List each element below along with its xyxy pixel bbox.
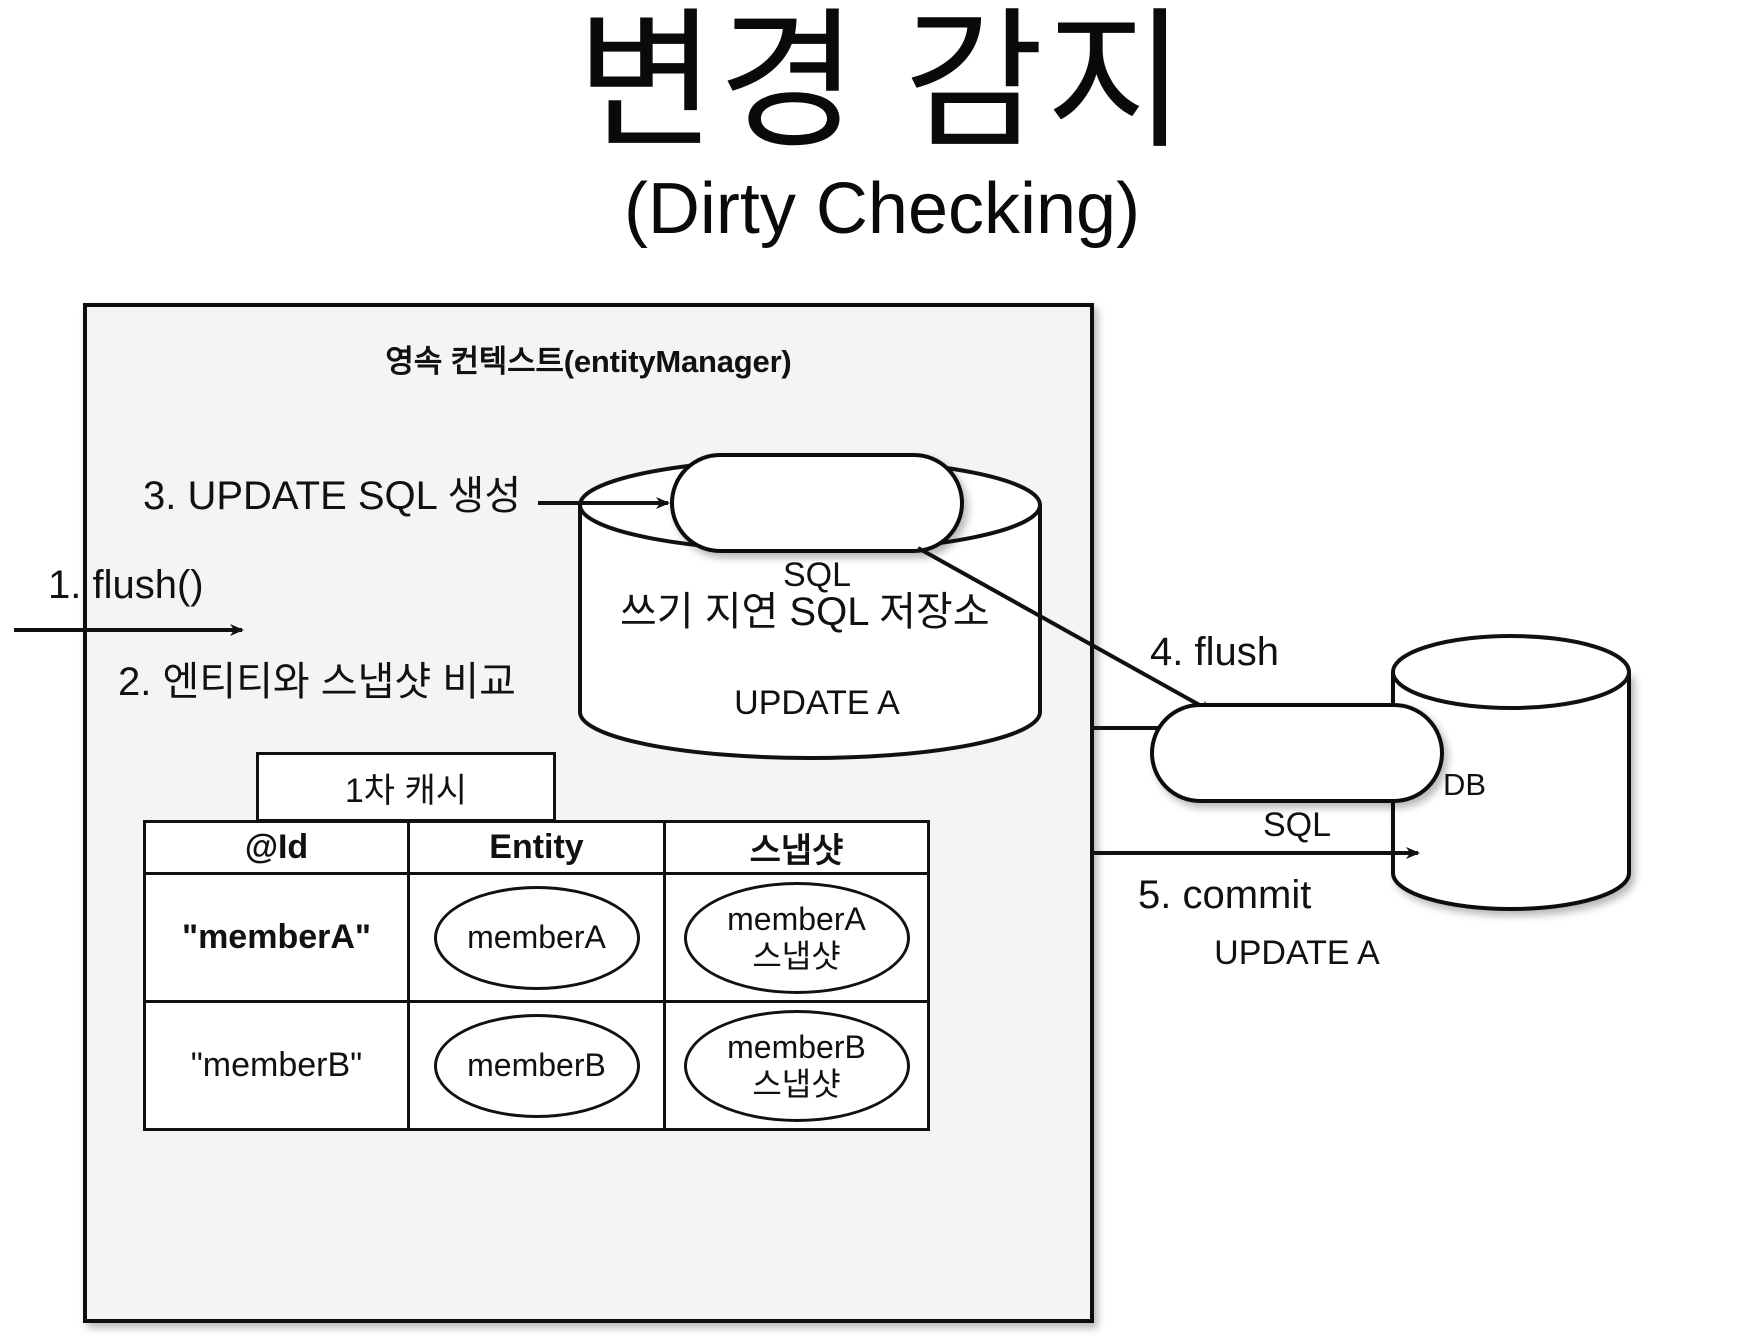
step5-label: 5. commit: [1138, 873, 1312, 917]
table-row: "memberB" memberB memberB 스냅샷: [143, 1000, 930, 1131]
sql-store-label: 쓰기 지연 SQL 저장소: [620, 590, 990, 634]
sql-db-pill-text: SQL UPDATE A: [1152, 718, 1442, 1061]
sql-db-pill-line1: SQL: [1262, 805, 1332, 844]
snapshot-line1-0: memberA: [727, 900, 866, 937]
cell-id-1: "memberB": [143, 1000, 410, 1131]
cell-id-0: "memberA": [143, 872, 410, 1003]
step2-label: 2. 엔티티와 스냅샷 비교: [118, 660, 516, 704]
cell-entity-1: memberB: [407, 1000, 666, 1131]
sql-store-pill-line2: UPDATE A: [734, 684, 900, 723]
column-header-id: @Id: [143, 820, 410, 875]
title-block: 변경 감지 (Dirty Checking): [0, 0, 1764, 248]
entity-ellipse-0: memberA: [433, 885, 640, 990]
snapshot-ellipse-1-text: memberB 스냅샷: [727, 1029, 866, 1103]
id-value-0: "memberA": [181, 918, 372, 956]
snapshot-line1-1: memberB: [727, 1028, 866, 1065]
snapshot-ellipse-1: memberB 스냅샷: [683, 1009, 910, 1122]
entity-ellipse-1: memberB: [433, 1013, 640, 1118]
column-header-snapshot: 스냅샷: [663, 820, 930, 875]
persistence-context-box: [83, 303, 1094, 1323]
page-subtitle: (Dirty Checking): [623, 169, 1141, 249]
step1-label: 1. flush(): [48, 563, 204, 607]
step4-label: 4. flush: [1150, 630, 1279, 674]
persistence-context-title: 영속 컨텍스트(entityManager): [385, 344, 792, 379]
cell-snapshot-1: memberB 스냅샷: [663, 1000, 930, 1131]
snapshot-ellipse-0: memberA 스냅샷: [683, 881, 910, 994]
table-header-row: @Id Entity 스냅샷: [143, 820, 930, 875]
step3-label: 3. UPDATE SQL 생성: [143, 474, 522, 518]
sql-store-pill-text: SQL UPDATE A: [672, 468, 962, 811]
snapshot-line2-1: 스냅샷: [752, 1065, 841, 1102]
cell-snapshot-0: memberA 스냅샷: [663, 872, 930, 1003]
first-level-cache-table: @Id Entity 스냅샷 "memberA" memberA memberA…: [143, 820, 930, 1131]
page-title: 변경 감지: [576, 0, 1188, 167]
snapshot-ellipse-0-text: memberA 스냅샷: [727, 901, 866, 975]
sql-store-pill-line1: SQL: [782, 555, 852, 594]
database-label: DB: [1443, 767, 1487, 802]
snapshot-line2-0: 스냅샷: [752, 937, 841, 974]
column-header-entity: Entity: [407, 820, 666, 875]
sql-db-pill-line2: UPDATE A: [1214, 934, 1380, 973]
table-row: "memberA" memberA memberA 스냅샷: [143, 872, 930, 1003]
cell-entity-0: memberA: [407, 872, 666, 1003]
first-level-cache-header: 1차 캐시: [256, 752, 556, 822]
id-value-1: "memberB": [190, 1046, 363, 1084]
first-level-cache-label: 1차 캐시: [344, 771, 468, 810]
